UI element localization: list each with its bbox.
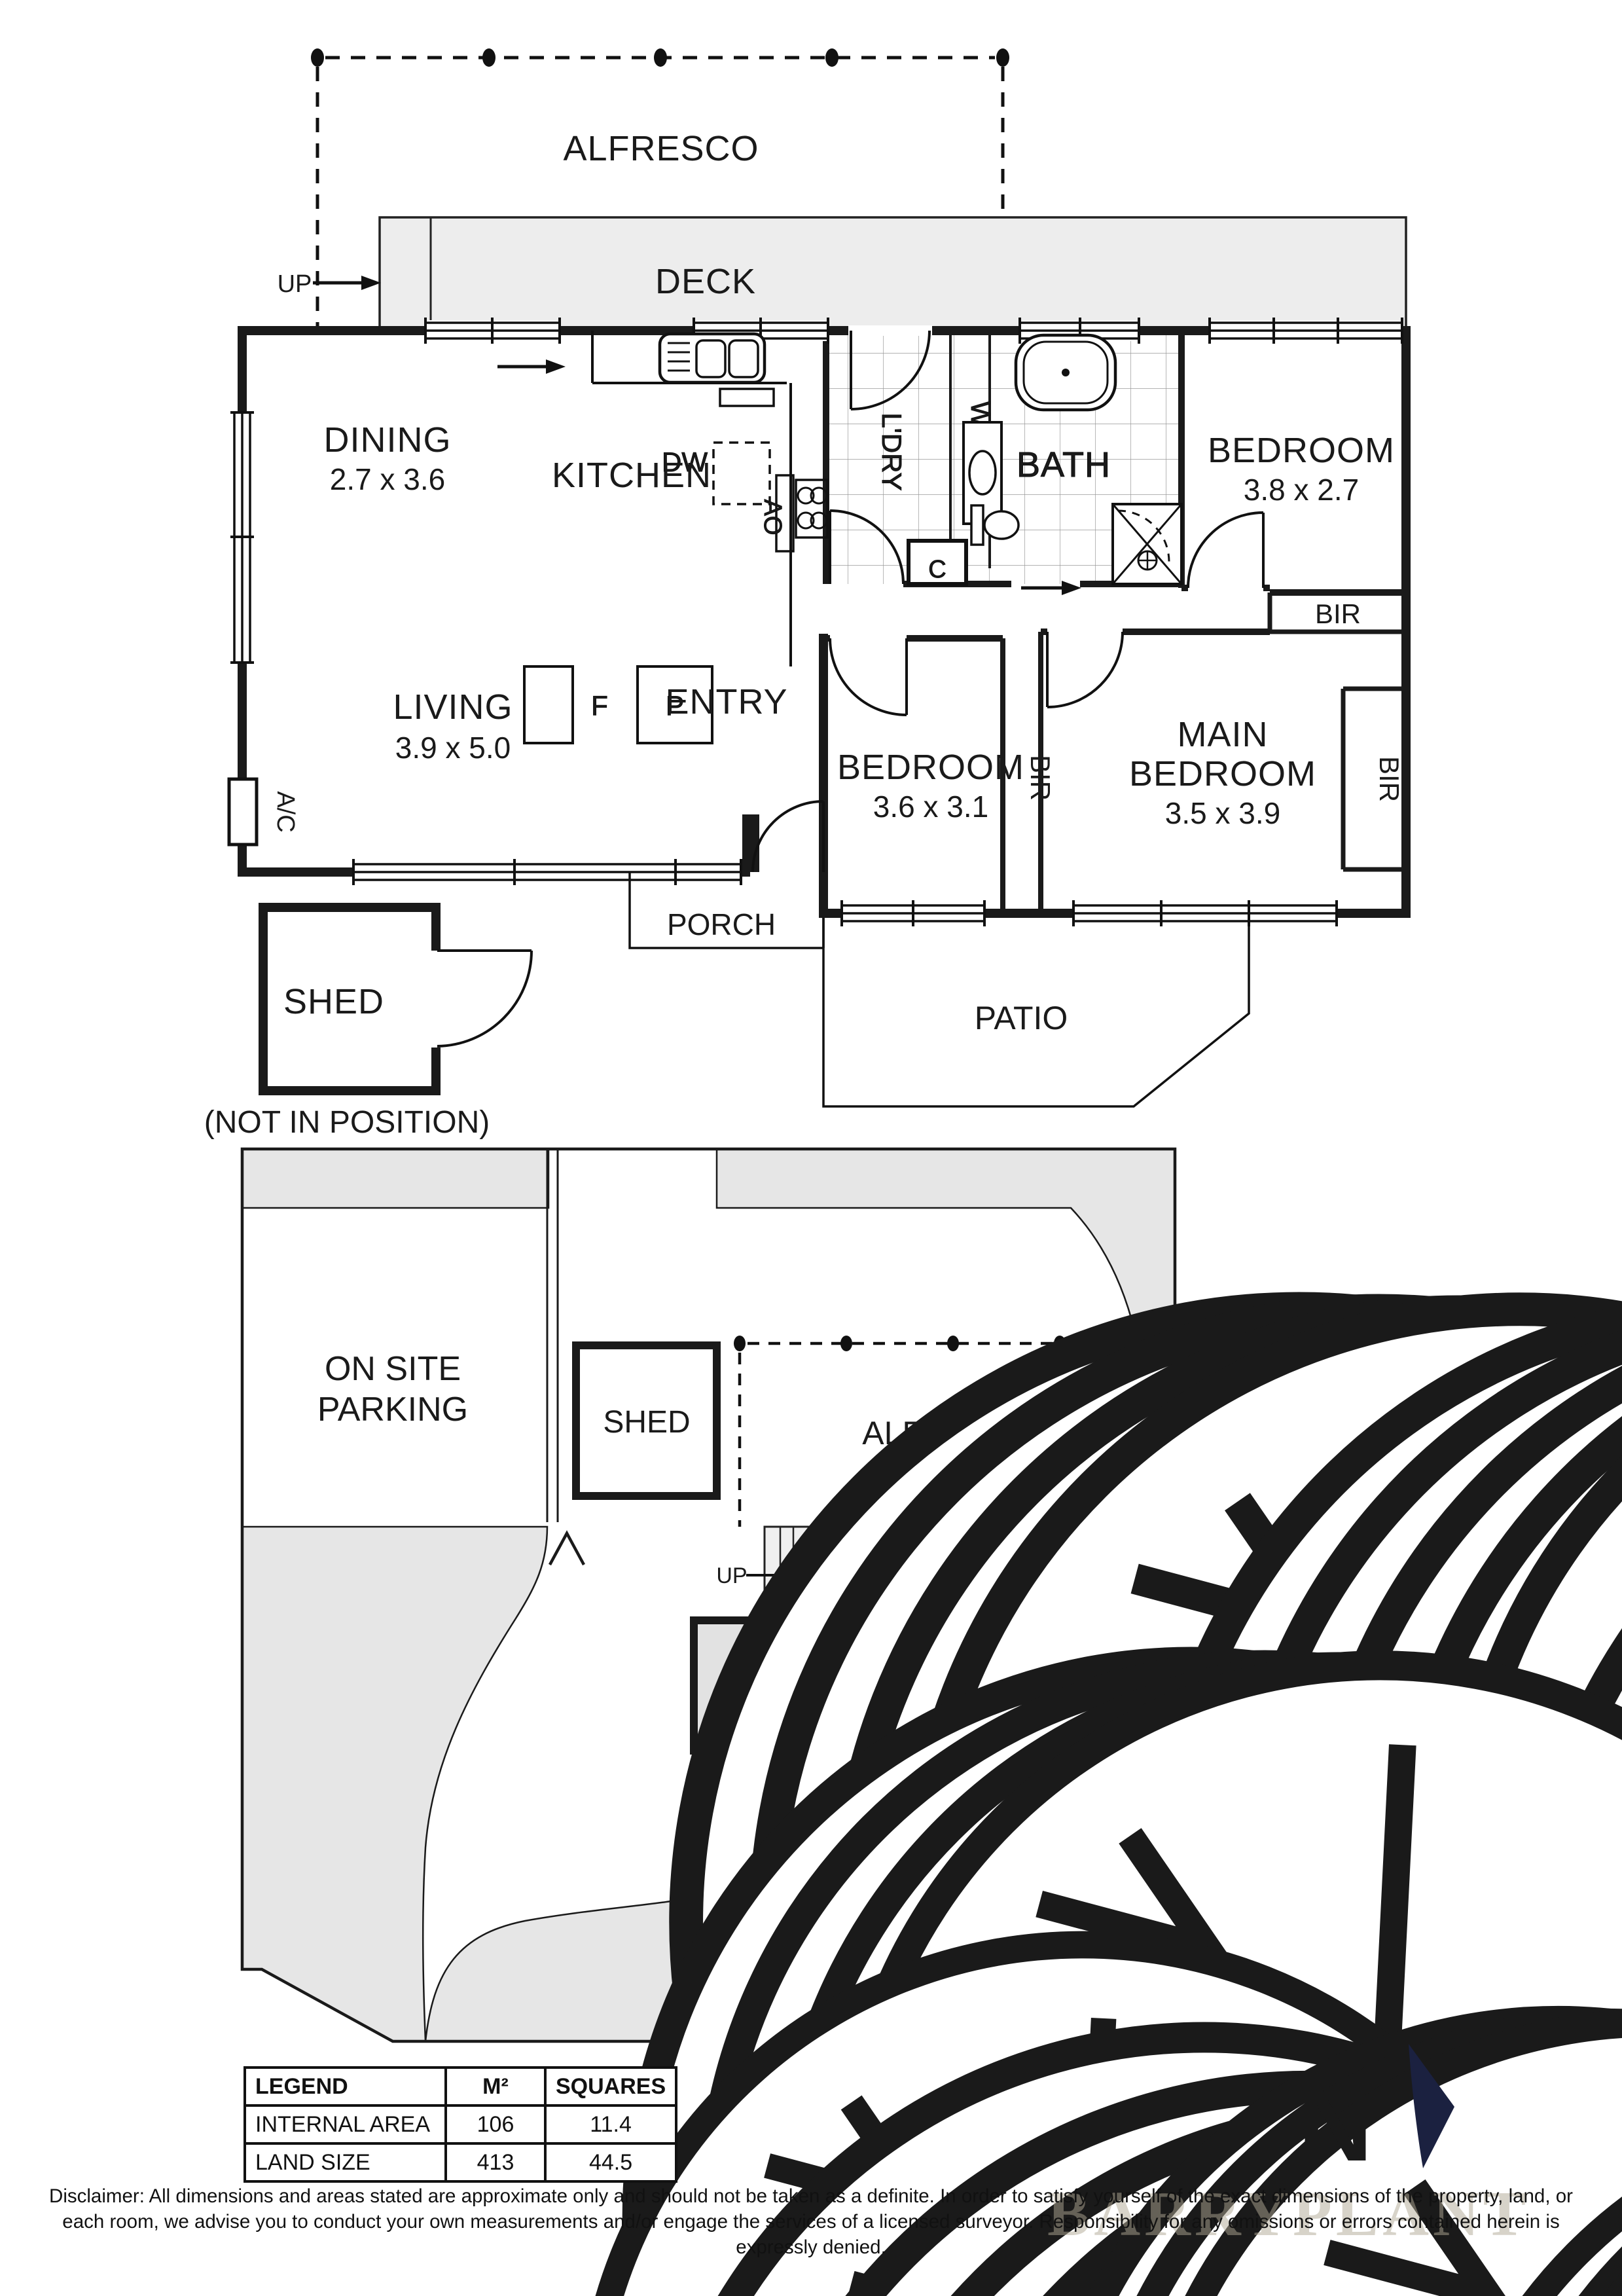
legend-header-squares: SQUARES bbox=[543, 2066, 678, 2107]
legend-header-row: LEGEND M² SQUARES bbox=[243, 2066, 678, 2107]
kitchen-fixtures: DW AO F P bbox=[523, 331, 829, 744]
up-label: UP bbox=[278, 270, 312, 298]
door-symbols bbox=[751, 325, 1265, 873]
ac-unit: A/C bbox=[227, 777, 299, 847]
internal-area-squares: 11.4 bbox=[543, 2104, 678, 2145]
shed-note: (NOT IN POSITION) bbox=[204, 1105, 490, 1139]
dishwasher-label: DW bbox=[662, 446, 708, 477]
north-pointer-icon bbox=[1409, 2044, 1454, 2168]
parking-label1: ON SITE bbox=[325, 1350, 461, 1388]
floorplan-deck: DECK UP bbox=[278, 216, 1407, 332]
bir1-label: BIR bbox=[1315, 598, 1361, 629]
floorplan-alfresco-outline: ALFRESCO bbox=[311, 48, 1009, 331]
ao-label: AO bbox=[759, 500, 786, 536]
onsite-parking: ON SITE PARKING bbox=[317, 1350, 468, 1429]
shower-icon bbox=[1111, 503, 1183, 585]
legend-row-land: LAND SIZE 413 44.5 bbox=[243, 2142, 678, 2183]
bedroom1-dim: 3.8 x 2.7 bbox=[1244, 473, 1359, 507]
toilet-icon bbox=[970, 504, 1020, 546]
floor-plan: ALFRESCO DECK UP bbox=[204, 48, 1411, 1139]
legend-header-legend: LEGEND bbox=[243, 2066, 447, 2107]
deck-label: DECK bbox=[655, 262, 756, 301]
main-bedroom-label2: BEDROOM bbox=[1129, 754, 1316, 793]
up-arrow-icon bbox=[361, 276, 381, 290]
floorplan-shed: SHED (NOT IN POSITION) bbox=[204, 903, 533, 1139]
svg-text:A/C: A/C bbox=[272, 791, 299, 832]
dining-label: DINING bbox=[324, 420, 452, 460]
site-shed-label: SHED bbox=[603, 1405, 690, 1440]
fridge-label: F bbox=[591, 690, 608, 721]
watermark: BARRYPLANT bbox=[1047, 2179, 1530, 2250]
legend-row-internal: INTERNAL AREA 106 11.4 bbox=[243, 2104, 678, 2145]
land-size-squares: 44.5 bbox=[543, 2142, 678, 2183]
pantry-box bbox=[636, 665, 713, 744]
bedroom2-dim: 3.6 x 3.1 bbox=[873, 790, 988, 824]
internal-area-label: INTERNAL AREA bbox=[243, 2104, 447, 2145]
dining-dim: 2.7 x 3.6 bbox=[330, 462, 445, 496]
main-bedroom-dim: 3.5 x 3.9 bbox=[1165, 796, 1280, 830]
shed-label: SHED bbox=[283, 982, 384, 1021]
fridge-space bbox=[712, 441, 771, 505]
bath-label: BATH bbox=[1017, 445, 1111, 484]
bir3-label: BIR bbox=[1374, 756, 1405, 802]
living-label: LIVING bbox=[393, 687, 513, 727]
pantry-label: P bbox=[666, 690, 684, 721]
oven-icon bbox=[775, 474, 795, 553]
legend-header-m2: M² bbox=[444, 2066, 547, 2107]
land-size-label: LAND SIZE bbox=[243, 2142, 447, 2183]
slide-arrow-icon bbox=[546, 359, 566, 374]
north-label: N bbox=[1298, 2068, 1373, 2183]
alfresco-label: ALFRESCO bbox=[563, 129, 759, 168]
laundry-label: L'DRY bbox=[876, 412, 907, 490]
parking-label2: PARKING bbox=[317, 1391, 468, 1429]
fence-line bbox=[546, 1149, 559, 1522]
main-bedroom-label1: MAIN bbox=[1178, 715, 1269, 754]
kitchen-label: KITCHEN bbox=[552, 456, 712, 495]
gate-icon bbox=[549, 1530, 585, 1566]
porch-label: PORCH bbox=[667, 907, 776, 941]
hall-arrow-icon bbox=[1062, 581, 1081, 595]
land-size-m2: 413 bbox=[444, 2142, 547, 2183]
site-up-label: UP bbox=[716, 1563, 747, 1588]
dishwasher-icon bbox=[719, 388, 775, 407]
cupboard: C bbox=[907, 539, 968, 586]
svg-text:C: C bbox=[928, 556, 946, 583]
room-labels: DINING 2.7 x 3.6 KITCHEN BEDROOM 3.8 x 2… bbox=[324, 420, 1405, 830]
bedroom2-label: BEDROOM bbox=[837, 748, 1024, 787]
bedroom1-label: BEDROOM bbox=[1208, 431, 1395, 470]
bir2-label: BIR bbox=[1025, 755, 1056, 801]
site-shed: SHED bbox=[572, 1341, 721, 1500]
patio-label: PATIO bbox=[975, 1000, 1068, 1036]
disclaimer-text: Disclaimer: All dimensions and areas sta… bbox=[49, 2185, 1573, 2258]
floorplan-patio: PATIO bbox=[822, 918, 1250, 1108]
bath-fixtures: L'DRY WM C BATH bbox=[876, 333, 1183, 595]
window-symbols bbox=[230, 318, 1403, 926]
entry-label: ENTRY bbox=[665, 682, 787, 721]
living-dim: 3.9 x 5.0 bbox=[395, 731, 511, 765]
bathtub-icon bbox=[1014, 333, 1117, 412]
cooktop-icon bbox=[795, 479, 829, 539]
floorplan-porch: PORCH bbox=[628, 872, 825, 949]
internal-area-m2: 106 bbox=[444, 2104, 547, 2145]
site-plan: ON SITE PARKING SHED ALFRESCO DECK UP RE… bbox=[240, 1147, 1622, 2296]
trees bbox=[588, 1302, 1622, 2296]
legend-table: LEGEND M² SQUARES INTERNAL AREA 106 11.4… bbox=[243, 2066, 678, 2183]
alfresco-posts bbox=[311, 48, 1009, 67]
north-arrow: N bbox=[1298, 2044, 1454, 2183]
